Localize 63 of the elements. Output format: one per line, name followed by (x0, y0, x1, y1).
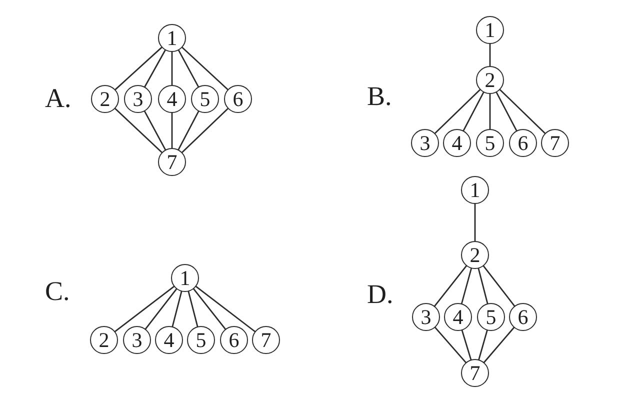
connector-line (434, 89, 481, 134)
numbered-circle: 7 (252, 326, 280, 354)
numbered-circle: 4 (444, 303, 472, 331)
numbered-circle: 2 (476, 66, 504, 94)
connector-line (489, 43, 491, 67)
numbered-circle: 3 (412, 303, 440, 331)
connector-line (171, 112, 173, 149)
numbered-circle: 4 (443, 129, 471, 157)
connector-line (114, 108, 162, 154)
numbered-circle: 7 (461, 359, 489, 387)
connector-line (474, 203, 476, 242)
connector-line (461, 268, 472, 304)
numbered-circle: 1 (476, 16, 504, 44)
option-label: A. (45, 85, 72, 112)
numbered-circle: 5 (477, 303, 505, 331)
connector-line (172, 290, 182, 328)
numbered-circle: 6 (220, 326, 248, 354)
connector-line (144, 50, 166, 88)
numbered-circle: 1 (171, 264, 199, 292)
connector-line (478, 330, 488, 360)
connector-line (178, 110, 200, 150)
connector-line (483, 326, 515, 364)
connector-line (489, 93, 491, 130)
numbered-circle: 3 (123, 326, 151, 354)
connector-line (114, 46, 162, 90)
connector-line (192, 288, 226, 330)
connector-line (462, 92, 484, 132)
connector-line (171, 51, 173, 86)
connector-line (182, 46, 228, 90)
connector-line (496, 92, 518, 132)
numbered-circle: 3 (124, 85, 152, 113)
connector-line (181, 108, 229, 154)
numbered-circle: 6 (509, 303, 537, 331)
numbered-circle: 7 (158, 148, 186, 176)
connector-line (178, 50, 200, 88)
numbered-circle: 2 (91, 85, 119, 113)
connector-line (461, 330, 472, 360)
numbered-circle: 6 (509, 129, 537, 157)
numbered-circle: 1 (158, 24, 186, 52)
connector-line (144, 110, 166, 150)
numbered-circle: 5 (476, 129, 504, 157)
connector-line (434, 326, 466, 364)
connector-line (188, 290, 198, 328)
connector-line (482, 265, 516, 307)
connector-line (478, 268, 488, 304)
numbered-circle: 1 (461, 176, 489, 204)
numbered-circle: 4 (158, 85, 186, 113)
numbered-circle: 5 (187, 326, 215, 354)
option-label: D. (367, 281, 394, 308)
numbered-circle: 5 (191, 85, 219, 113)
numbered-circle: 2 (90, 326, 118, 354)
numbered-circle: 6 (224, 85, 252, 113)
connector-line (144, 288, 178, 330)
option-label: B. (367, 83, 392, 110)
connector-line (499, 89, 546, 134)
connector-line (114, 286, 175, 332)
connector-line (195, 286, 256, 332)
connector-line (434, 265, 468, 307)
numbered-circle: 4 (155, 326, 183, 354)
numbered-circle: 3 (411, 129, 439, 157)
numbered-circle: 7 (541, 129, 569, 157)
numbered-circle: 2 (461, 241, 489, 269)
option-label: C. (45, 278, 70, 305)
